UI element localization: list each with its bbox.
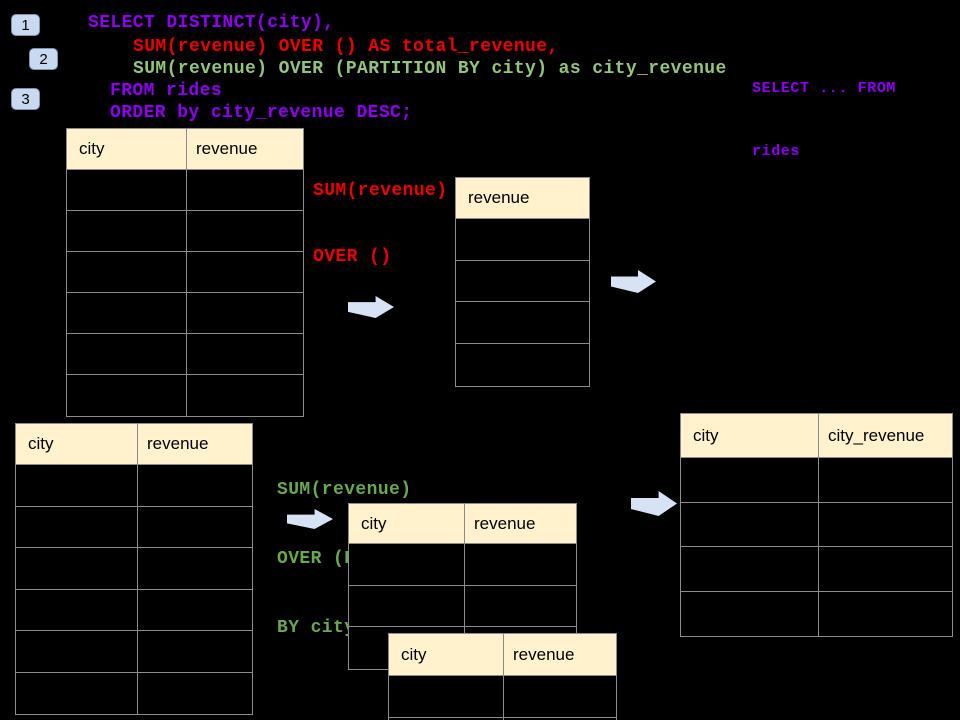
table-row [67, 211, 303, 252]
source-table-bottom: city revenue [15, 423, 253, 715]
column-header-city: city [693, 425, 719, 445]
table-row [681, 592, 952, 637]
column-header-revenue: revenue [147, 434, 209, 453]
table-row [16, 590, 252, 631]
partition-table-overlay: city revenue [388, 633, 617, 720]
table-row [67, 252, 303, 293]
table-header-row: city revenue [67, 129, 303, 170]
table-body [349, 544, 576, 669]
table-row [456, 261, 589, 303]
city-revenue-table: city city_revenue [680, 413, 953, 637]
column-header-city: city [361, 513, 387, 533]
total-revenue-label-line-2: OVER () [313, 247, 392, 267]
partition-label-line-1: SUM(revenue) [277, 480, 412, 500]
step-badge-3: 3 [11, 88, 40, 110]
total-revenue-label: SUM(revenue) OVER () [313, 136, 447, 312]
sql-line-partition: SUM(revenue) OVER (PARTITION BY city) as… [133, 59, 727, 79]
table-header-row: city revenue [349, 504, 576, 544]
side-note-line-2: rides [752, 143, 801, 160]
column-header-revenue: revenue [196, 139, 258, 158]
table-row [681, 458, 952, 503]
column-header-city: city [401, 644, 427, 664]
table-row [67, 375, 303, 416]
step-badge-2: 2 [29, 48, 58, 70]
table-row [349, 544, 576, 586]
column-divider [818, 414, 819, 636]
column-header-revenue: revenue [468, 188, 530, 207]
step-badge-1: 1 [11, 14, 40, 36]
table-row [67, 293, 303, 334]
table-row [16, 631, 252, 673]
table-row [16, 465, 252, 507]
table-row [16, 673, 252, 715]
table-header-row: city revenue [389, 634, 616, 676]
total-revenue-table: revenue [455, 177, 590, 387]
table-row [67, 170, 303, 211]
table-row [681, 503, 952, 547]
column-divider [503, 634, 504, 720]
table-row [389, 676, 616, 718]
table-body [67, 170, 303, 416]
table-body [16, 465, 252, 714]
table-header-row: city city_revenue [681, 414, 952, 458]
side-note-line-1: SELECT ... FROM [752, 80, 897, 97]
table-body [456, 219, 589, 386]
column-header-city: city [28, 434, 54, 453]
table-row [456, 302, 589, 345]
column-divider [464, 504, 465, 669]
table-header-row: revenue [456, 178, 589, 219]
total-revenue-label-line-1: SUM(revenue) [313, 181, 448, 201]
column-divider [137, 424, 138, 714]
flow-arrow-2 [611, 270, 656, 293]
table-row [456, 219, 589, 261]
table-row [16, 507, 252, 548]
sql-line-select: SELECT DISTINCT(city), [88, 13, 335, 33]
column-header-revenue: revenue [474, 513, 536, 533]
table-body [681, 458, 952, 636]
table-header-row: city revenue [16, 424, 252, 465]
table-row [681, 547, 952, 592]
table-row [67, 334, 303, 375]
sql-line-order-by: ORDER by city_revenue DESC; [110, 103, 413, 123]
table-row [349, 586, 576, 628]
column-header-revenue: revenue [513, 644, 575, 664]
source-table-top: city revenue [66, 128, 304, 417]
sql-line-from: FROM rides [110, 81, 223, 101]
column-header-city-revenue: city_revenue [828, 425, 925, 445]
column-header-city: city [79, 139, 105, 158]
side-note: SELECT ... FROM rides [752, 36, 896, 204]
sql-line-sum-over: SUM(revenue) OVER () AS total_revenue, [133, 37, 559, 57]
column-divider [186, 129, 187, 416]
table-body [389, 676, 616, 720]
flow-arrow-4 [631, 491, 677, 516]
table-row [16, 548, 252, 590]
table-row [456, 344, 589, 386]
